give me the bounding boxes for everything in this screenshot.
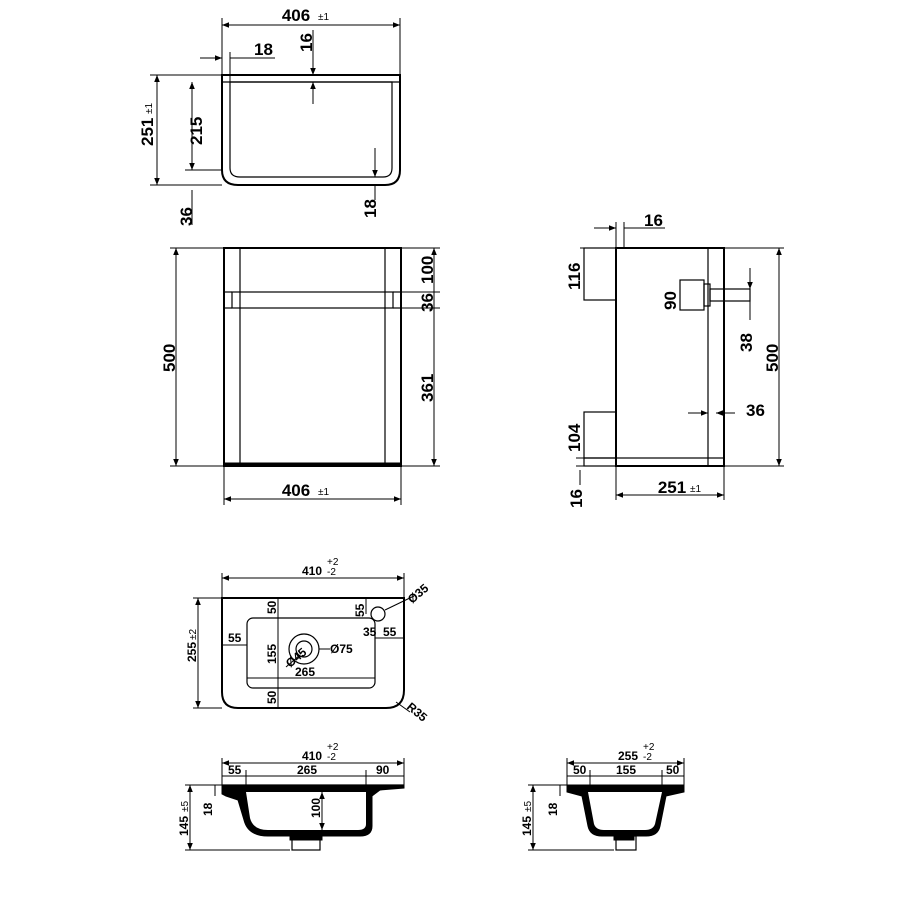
long-right-label: 90 <box>376 763 390 777</box>
side-view: 16 116 90 38 500 104 36 16 251 ±1 <box>565 211 784 508</box>
long-width-label: 410 <box>302 749 322 763</box>
plan-top-margin-label: 50 <box>265 600 279 614</box>
long-waste <box>291 835 321 851</box>
long-height-label: 145 <box>177 816 191 836</box>
front-top-label: 100 <box>418 256 437 284</box>
short-bowl-label: 155 <box>616 763 636 777</box>
plan-corner-radius-label: R35 <box>404 700 430 725</box>
plan-waste-dia-label: Ø75 <box>330 642 353 656</box>
basin-bowl <box>246 617 376 689</box>
plan-right-margin-a-label: 35 <box>363 625 377 639</box>
top-width-label: 406 <box>282 6 310 25</box>
short-section-inner <box>588 792 662 830</box>
upper-bracket <box>583 247 617 301</box>
long-width-tol-plus: +2 <box>327 742 339 753</box>
short-width-tol-plus: +2 <box>643 742 655 753</box>
side-rail-gap-label: 38 <box>737 333 756 352</box>
top-depth-tol: ±1 <box>144 103 155 114</box>
plan-bowl-depth-label: 155 <box>265 644 279 664</box>
short-right-label: 50 <box>666 763 680 777</box>
top-depth-label: 251 <box>138 118 157 146</box>
front-width-tol: ±1 <box>318 487 329 498</box>
side-base-label: 16 <box>567 489 586 508</box>
top-bottom-wall-label: 18 <box>361 199 380 218</box>
long-bowl-depth-label: 100 <box>309 798 323 818</box>
front-height-label: 500 <box>160 344 179 372</box>
basin-section-long: 410 +2 -2 55 265 90 145 ±5 18 100 <box>177 742 405 851</box>
front-rail-label: 36 <box>418 293 437 312</box>
long-width-tol-minus: -2 <box>327 752 336 763</box>
front-lower-label: 361 <box>418 374 437 402</box>
top-view-outline <box>221 74 401 186</box>
plan-bowl-width-label: 265 <box>295 665 315 679</box>
tap-hole <box>370 606 386 622</box>
top-wall-label: 18 <box>254 40 273 59</box>
top-view-inner <box>229 81 393 178</box>
plan-width-tol-minus: -2 <box>327 567 336 578</box>
top-rail-label: 36 <box>177 207 196 226</box>
plan-left-margin-label: 55 <box>228 631 242 645</box>
plan-tap-offset-label: 55 <box>353 603 367 617</box>
plan-tap-hole-label: Ø35 <box>405 581 432 607</box>
side-upper-bracket-label: 116 <box>565 263 584 290</box>
short-height-label: 145 <box>520 816 534 836</box>
long-section-inner <box>246 792 366 830</box>
front-view: 500 100 36 361 406 ±1 <box>160 247 440 505</box>
short-height-tol: ±5 <box>523 801 534 812</box>
front-rail <box>231 291 394 309</box>
short-waste <box>615 835 637 851</box>
basin-outline <box>221 597 405 709</box>
plan-depth-tol: ±2 <box>188 629 199 640</box>
long-rim-label: 18 <box>201 802 215 816</box>
short-rim-label: 18 <box>546 802 560 816</box>
plan-bottom-margin-label: 50 <box>265 690 279 704</box>
side-rail-label: 36 <box>746 401 765 420</box>
short-left-label: 50 <box>573 763 587 777</box>
side-lower-bracket-label: 104 <box>565 423 584 452</box>
plan-depth-label: 255 <box>185 642 199 662</box>
top-gap-label: 16 <box>297 33 316 52</box>
top-view: 406 ±1 18 16 251 ±1 215 36 18 <box>138 6 401 226</box>
long-bowl-label: 265 <box>297 763 317 777</box>
side-height-label: 500 <box>763 344 782 372</box>
plan-width-tol-plus: +2 <box>327 557 339 568</box>
front-width-label: 406 <box>282 481 310 500</box>
wall-fixing <box>679 279 705 311</box>
lower-bracket <box>583 411 617 459</box>
plan-width-label: 410 <box>302 564 322 578</box>
side-depth-tol: ±1 <box>690 484 701 495</box>
basin-plan: 410 +2 -2 255 ±2 50 55 Ø35 55 35 55 155 … <box>185 557 432 725</box>
side-depth-label: 251 <box>658 478 686 497</box>
side-panel-label: 16 <box>644 211 663 230</box>
long-height-tol: ±5 <box>180 801 191 812</box>
top-width-tol: ±1 <box>318 12 329 23</box>
long-left-label: 55 <box>228 763 242 777</box>
plan-right-margin-b-label: 55 <box>383 625 397 639</box>
short-width-tol-minus: -2 <box>643 752 652 763</box>
short-width-label: 255 <box>618 749 638 763</box>
top-inner-label: 215 <box>187 117 206 145</box>
side-fixing-label: 90 <box>661 291 680 310</box>
basin-section-short: 255 +2 -2 50 155 50 145 ±5 18 <box>520 742 685 851</box>
waste-inner <box>295 640 313 658</box>
